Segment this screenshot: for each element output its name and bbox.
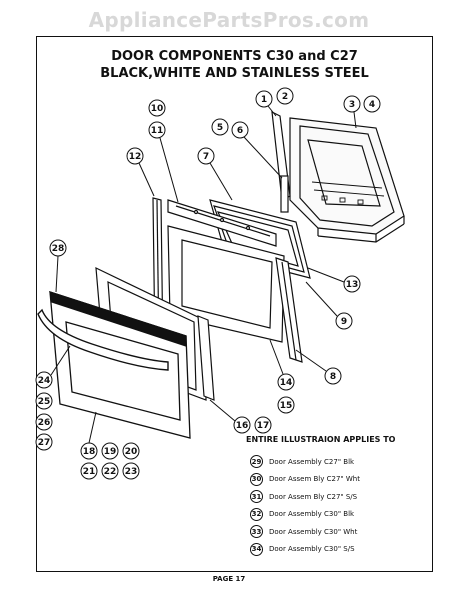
callout-9-label: 9: [341, 317, 347, 327]
legend-text: Door Assembly C30" Blk: [269, 510, 355, 519]
right-side-channel: [275, 257, 303, 363]
legend-item: 33 Door Assembly C30" Wht: [246, 523, 426, 541]
door-liner-frame: [167, 225, 285, 343]
legend-number: 31: [250, 490, 263, 504]
callout-5-label: 5: [217, 123, 223, 133]
legend-item: 31 Door Assem Bly C27" S/S: [246, 488, 426, 506]
callout-9: 9: [305, 281, 353, 330]
callout-20-label: 20: [125, 447, 138, 457]
legend-item: 32 Door Assembly C30" Blk: [246, 506, 426, 524]
callout-5: 5: [211, 118, 229, 136]
callout-14: 14: [269, 339, 295, 391]
legend-item: 29 Door Assembly C27" Blk: [246, 453, 426, 471]
callout-17: 17: [254, 416, 272, 434]
door-handle: [37, 308, 169, 371]
callout-21: 21: [80, 462, 98, 480]
callout-6-label: 6: [237, 126, 243, 136]
legend-number: 29: [250, 455, 263, 469]
callout-22: 22: [101, 462, 119, 480]
legend-number: 33: [250, 525, 263, 539]
legend-number: 34: [250, 542, 263, 556]
callout-23: 23: [122, 462, 140, 480]
callout-20: 20: [122, 442, 140, 460]
callout-4: 4: [363, 95, 381, 113]
callout-28: 28: [49, 239, 67, 293]
callout-6: 6: [231, 121, 283, 179]
callout-1: 1: [255, 90, 277, 117]
legend-heading: ENTIRE ILLUSTRAION APPLIES TO: [246, 435, 396, 444]
side-bracket: [280, 175, 289, 213]
callout-28-label: 28: [52, 244, 65, 254]
callout-16-label: 16: [236, 421, 249, 431]
callout-26: 26: [35, 413, 53, 431]
lower-side-channel: [197, 315, 215, 401]
page-number: PAGE 17: [212, 575, 246, 583]
top-channel: [167, 199, 277, 247]
legend-number: 32: [250, 507, 263, 521]
callout-21-label: 21: [83, 467, 96, 477]
callout-24: 24: [35, 345, 71, 389]
title-line-1: DOOR COMPONENTS C30 and C27: [111, 49, 358, 64]
applies-to-legend: ENTIRE ILLUSTRAION APPLIES TO 29 Door As…: [246, 435, 426, 558]
legend-number: 30: [250, 472, 263, 486]
callout-10: 10: [148, 99, 166, 117]
callout-14-label: 14: [280, 378, 293, 388]
legend-text: Door Assem Bly C27" S/S: [269, 492, 358, 501]
callout-27: 27: [35, 433, 53, 451]
callout-8-label: 8: [330, 372, 336, 382]
callout-18-label: 18: [83, 447, 96, 457]
callout-15: 15: [277, 396, 295, 414]
callout-1-label: 1: [261, 95, 267, 105]
legend-text: Door Assembly C30" S/S: [269, 545, 355, 554]
legend-item: 34 Door Assembly C30" S/S: [246, 541, 426, 559]
callout-2: 2: [276, 87, 294, 105]
callout-22-label: 22: [104, 467, 117, 477]
callout-3-label: 3: [349, 100, 355, 110]
callout-15-label: 15: [280, 401, 293, 411]
callout-23-label: 23: [125, 467, 138, 477]
callout-7-label: 7: [203, 152, 209, 162]
legend-text: Door Assembly C27" Blk: [269, 457, 355, 466]
callout-13-label: 13: [346, 280, 359, 290]
callout-19-label: 19: [104, 447, 117, 457]
title-line-2: BLACK,WHITE AND STAINLESS STEEL: [100, 66, 369, 81]
callout-12: 12: [126, 147, 155, 197]
callout-10-label: 10: [151, 104, 164, 114]
watermark: AppliancePartsPros.com: [88, 8, 370, 32]
callout-12-label: 12: [129, 152, 142, 162]
callout-4-label: 4: [369, 100, 375, 110]
callout-19: 19: [101, 442, 119, 460]
callout-24-label: 24: [38, 376, 51, 386]
callout-11-label: 11: [151, 126, 164, 136]
callout-17-label: 17: [257, 421, 270, 431]
legend-text: Door Assem Bly C27" Wht: [269, 475, 360, 484]
callout-7: 7: [197, 147, 233, 201]
callout-25-label: 25: [38, 397, 51, 407]
callout-11: 11: [148, 121, 179, 203]
callout-3: 3: [343, 95, 361, 129]
inner-door-frame: [289, 117, 405, 243]
legend-text: Door Assembly C30" Wht: [269, 527, 358, 536]
diagram-title: DOOR COMPONENTS C30 and C27 BLACK,WHITE …: [36, 48, 433, 82]
callout-group: 1 2 3 4 5 6: [35, 87, 381, 480]
callout-13: 13: [307, 267, 361, 293]
callout-25: 25: [35, 392, 53, 410]
callout-8: 8: [295, 349, 342, 385]
callout-26-label: 26: [38, 418, 51, 428]
callout-16: 16: [209, 399, 251, 434]
outer-door-panel: [49, 291, 191, 439]
callout-2-label: 2: [282, 92, 288, 102]
legend-item: 30 Door Assem Bly C27" Wht: [246, 471, 426, 489]
callout-18: 18: [80, 411, 98, 460]
callout-27-label: 27: [38, 438, 51, 448]
